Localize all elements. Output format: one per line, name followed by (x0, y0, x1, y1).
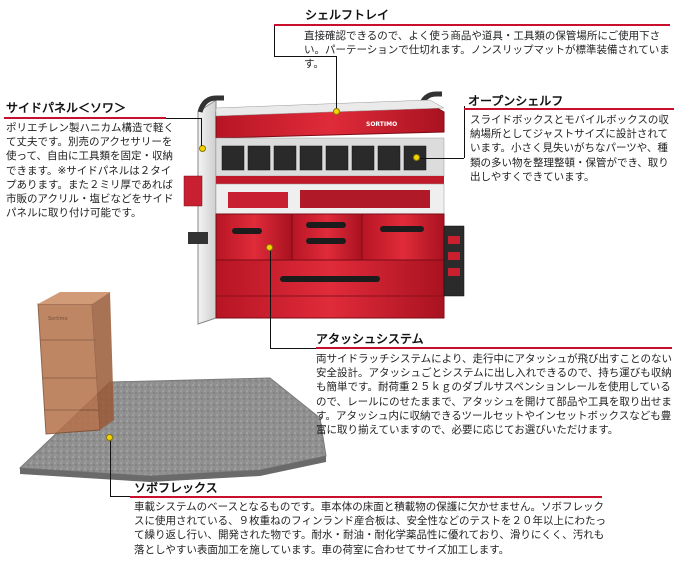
side-panel-rule (4, 117, 166, 119)
open-shelf-text: スライドボックスとモバイルボックスの収納場所としてジャストサイズに設計されていま… (470, 114, 669, 183)
soboflex-text: 車載システムのベースとなるものです。車本体の床面と積載物の保護に欠かせません。ソ… (134, 501, 606, 556)
shelf-tray-rule (274, 24, 670, 26)
shelf-tray-title: シェルフトレイ (305, 8, 390, 22)
marker-side-panel (199, 145, 206, 152)
attache-system-title: アタッシュシステム (316, 332, 424, 346)
leader-shelf-tray-drop (336, 56, 337, 111)
open-shelf-rule (464, 108, 674, 110)
leader-open-shelf-diagonal (418, 158, 464, 159)
leader-side-panel-drop (201, 118, 202, 146)
leader-soboflex-horizontal (110, 496, 132, 497)
marker-open-shelf (413, 154, 420, 161)
open-shelf-title: オープンシェルフ (468, 94, 564, 108)
leader-shelf-tray-vertical (274, 26, 275, 57)
attache-system-text: 両サイドラッチシステムにより、走行中にアタッシュが飛び出すことのない安全設計。ア… (316, 353, 672, 437)
soboflex-rule (130, 496, 602, 498)
side-panel-text: ポリエチレン製ハニカム構造で軽くて丈夫です。別売のアクセサリーを使って、自由に工… (6, 122, 174, 220)
leader-open-shelf-vertical (464, 106, 465, 158)
leader-side-panel (164, 118, 202, 119)
leader-soboflex-vertical (110, 440, 111, 497)
leader-attache-horizontal (270, 348, 316, 349)
marker-attache (266, 244, 273, 251)
leader-shelf-tray-horizontal (274, 56, 336, 57)
unit-logo: SORTIMO (366, 121, 397, 128)
cabinet-illustration: SORTIMO (183, 91, 465, 325)
leader-attache-vertical (270, 248, 271, 348)
shelf-tray-text: 直接確認できるので、よく使う商品や道具・工具類の保管場所にご使用下さい。パーテー… (304, 30, 670, 71)
side-panel-title: サイドパネル＜ソワ＞ (6, 101, 127, 115)
wooden-shelf-illustration: Sortimo (37, 292, 114, 435)
marker-shelf-tray (333, 108, 340, 115)
marker-soboflex (106, 434, 113, 441)
soboflex-title: ソボフレックス (134, 481, 218, 495)
attache-system-rule (316, 347, 672, 349)
side-logo: Sortimo (48, 316, 68, 322)
